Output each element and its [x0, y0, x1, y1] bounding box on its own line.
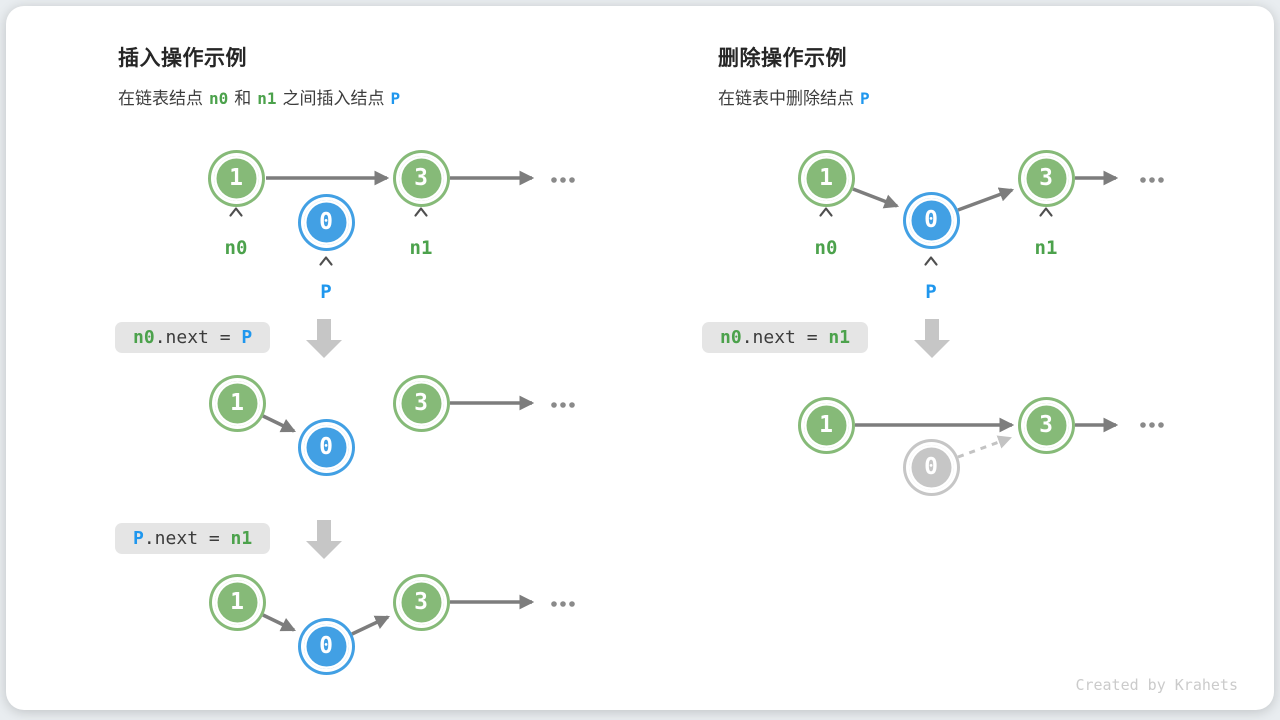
insert-section-subtitle: 在链表结点 n0 和 n1 之间插入结点 P: [118, 84, 406, 109]
code-mid: .next =: [741, 327, 829, 348]
node-0: 0: [303, 623, 349, 669]
node-0: 0: [303, 199, 349, 245]
code-statement: n0.next = n1: [702, 322, 869, 353]
node-0-removed: 0: [908, 444, 954, 490]
node-1: 1: [803, 402, 849, 448]
code-lhs: n0: [133, 327, 155, 348]
node-3: 3: [398, 380, 444, 426]
code-statement: n0.next = P: [115, 322, 271, 353]
credit-text: Created by Krahets: [1075, 676, 1238, 694]
pointer-label-n0: n0: [224, 237, 248, 259]
token-n1: n1: [257, 89, 277, 108]
node-3: 3: [398, 155, 444, 201]
pointer-label-n1: n1: [409, 237, 433, 259]
delete-section-title: 删除操作示例: [718, 47, 847, 70]
pointer-label-n1: n1: [1034, 237, 1058, 259]
code-rhs: P: [241, 327, 253, 348]
code-statement: P.next = n1: [115, 523, 271, 554]
code-rhs: n1: [828, 327, 851, 348]
pointer-label-p: P: [925, 281, 937, 303]
pointer-label-n0: n0: [814, 237, 838, 259]
node-0: 0: [908, 197, 954, 243]
node-1: 1: [214, 579, 260, 625]
delete-section-subtitle: 在链表中删除结点 P: [718, 84, 876, 109]
node-1: 1: [214, 380, 260, 426]
subtitle-text: 之间插入结点: [282, 89, 385, 108]
node-1: 1: [213, 155, 259, 201]
subtitle-text: 在链表中删除结点: [718, 89, 854, 108]
insert-section-title: 插入操作示例: [118, 47, 247, 70]
token-p: P: [860, 89, 870, 108]
code-lhs: n0: [720, 327, 742, 348]
token-n0: n0: [209, 89, 229, 108]
subtitle-text: 在链表结点: [118, 89, 203, 108]
code-rhs: n1: [230, 528, 253, 549]
pointer-label-p: P: [320, 281, 332, 303]
subtitle-text: 和: [234, 89, 252, 108]
node-1: 1: [803, 155, 849, 201]
node-0: 0: [303, 424, 349, 470]
code-mid: .next =: [143, 528, 231, 549]
token-p: P: [390, 89, 401, 108]
code-mid: .next =: [154, 327, 242, 348]
node-3: 3: [398, 579, 444, 625]
node-3: 3: [1023, 155, 1069, 201]
node-3: 3: [1023, 402, 1069, 448]
code-lhs: P: [133, 528, 144, 549]
figure-card: [6, 6, 1274, 710]
